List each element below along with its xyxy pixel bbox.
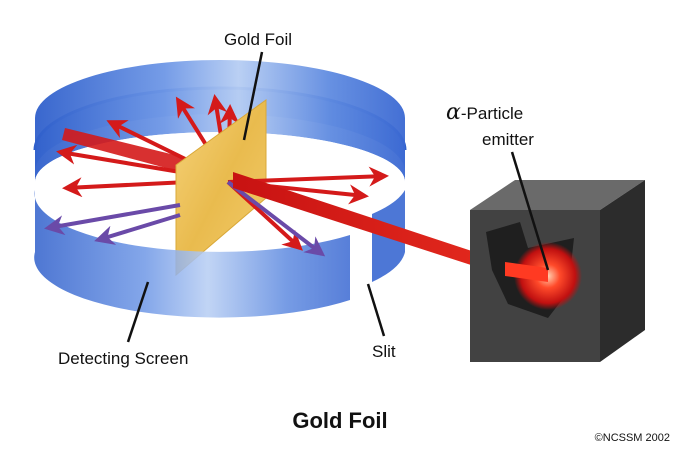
alpha-beam-main <box>233 172 505 276</box>
alpha-symbol: α <box>446 100 461 125</box>
leader-slit <box>366 283 386 337</box>
emitter-label: emitter <box>482 130 534 149</box>
copyright-notice: ©NCSSM 2002 <box>594 432 670 444</box>
ray-front-6 <box>94 213 181 245</box>
alpha-particle-label: α-Particle <box>446 100 524 125</box>
leader-gold-foil <box>242 51 264 141</box>
leader-emitter <box>510 151 550 271</box>
detecting-screen-front-wall <box>34 190 350 318</box>
gold-foil-label: Gold Foil <box>224 30 293 49</box>
emitter-beam-stub <box>505 262 548 282</box>
slit-label: Slit <box>372 342 396 361</box>
ray-front-4 <box>226 180 326 257</box>
emitter-side-face <box>600 180 645 362</box>
alpha-particle-text: -Particle <box>460 104 524 123</box>
leader-detecting-screen <box>126 281 150 343</box>
ray-front-5 <box>44 203 181 236</box>
alpha-emitter-box <box>470 180 645 362</box>
figure-caption: Gold Foil <box>292 408 388 433</box>
emitter-top-face <box>470 180 645 210</box>
detecting-screen-label: Detecting Screen <box>58 349 189 368</box>
